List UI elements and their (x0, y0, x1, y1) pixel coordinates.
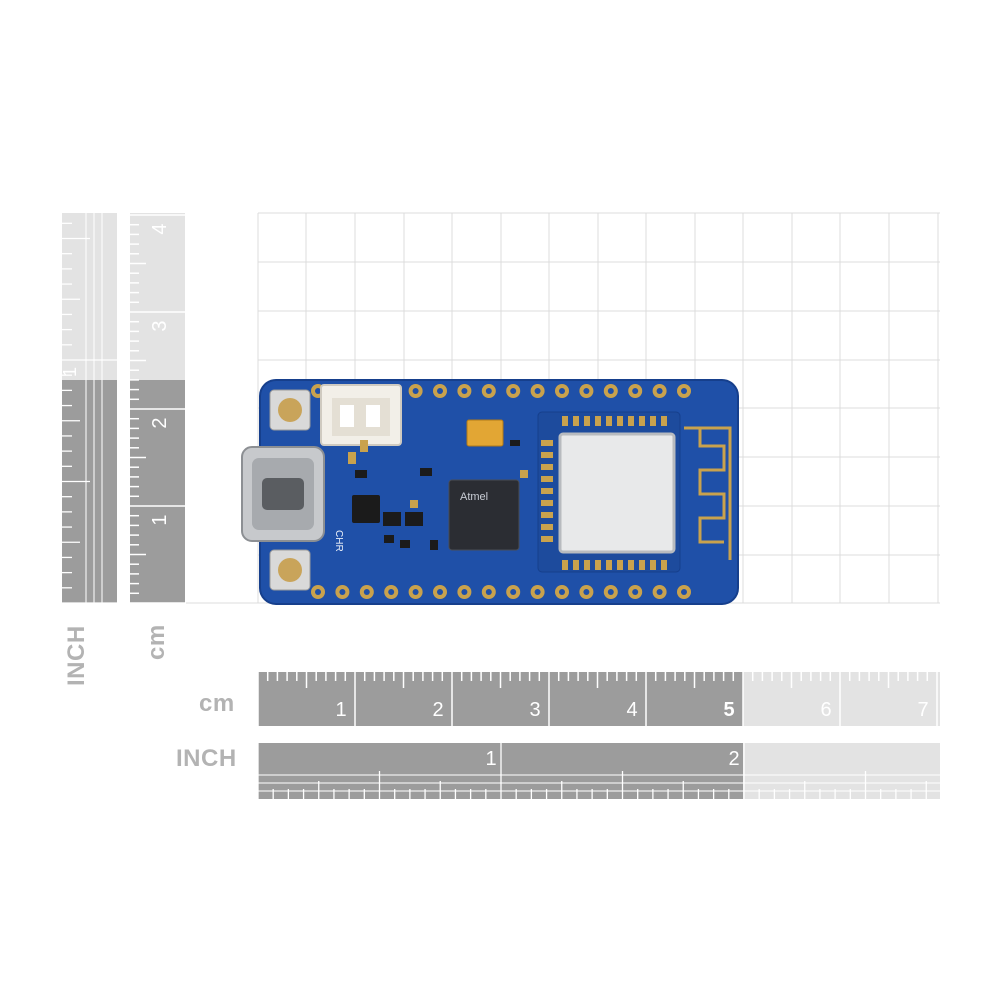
silk-chr-label: CHR (333, 530, 344, 552)
pad-hole (437, 388, 443, 394)
pad-hole (681, 589, 687, 595)
microcontroller-chip: Atmel (448, 479, 520, 551)
vertical-inch-ruler: 1 (60, 213, 117, 604)
pad-hole (485, 388, 492, 394)
module-pad (541, 464, 553, 470)
module-pad (562, 416, 568, 426)
pad-hole (412, 388, 419, 394)
inch-tick-label: 2 (728, 748, 739, 770)
inch-tick-label: 1 (60, 367, 80, 377)
pad-hole (681, 388, 687, 394)
module-pad (573, 416, 579, 426)
smd-components (348, 440, 528, 550)
module-pad (541, 476, 553, 482)
pad-hole (656, 388, 663, 394)
module-pad (584, 416, 590, 426)
module-pad (562, 560, 568, 570)
module-pad (628, 416, 634, 426)
pcb-antenna (684, 426, 732, 560)
pad-hole (559, 388, 565, 394)
module-pad (541, 488, 553, 494)
pad-hole (315, 589, 321, 595)
user-button (269, 549, 311, 591)
horizontal-inch-unit-label: INCH (176, 745, 237, 772)
horizontal-cm-unit-label: cm (199, 690, 235, 717)
battery-connector (320, 384, 402, 446)
pad-hole (632, 388, 639, 394)
pad-hole (656, 589, 663, 595)
pad-hole (315, 388, 321, 394)
pad-hole (607, 388, 614, 394)
cm-tick-label: 4 (149, 223, 171, 234)
pad-hole (437, 589, 443, 595)
wireless-module (537, 411, 732, 573)
pad-hole (510, 388, 517, 394)
vertical-inch-unit-label: INCH (63, 625, 90, 686)
module-pad (650, 416, 656, 426)
module-pad (606, 560, 612, 570)
pad-hole (485, 589, 492, 595)
pad-hole (339, 589, 346, 595)
module-pad (541, 512, 553, 518)
module-pad (617, 560, 623, 570)
module-pad (606, 416, 612, 426)
module-pad (541, 500, 553, 506)
pad-hole (388, 589, 395, 595)
module-pad (595, 560, 601, 570)
module-pad (661, 560, 667, 570)
cm-tick-label: 4 (626, 699, 637, 721)
module-pad (661, 416, 667, 426)
cm-tick-label: 2 (149, 417, 171, 428)
cm-tick-label: 2 (432, 699, 443, 721)
module-pad (584, 560, 590, 570)
cm-tick-label: 1 (335, 699, 346, 721)
pad-hole (534, 589, 541, 595)
pad-hole (412, 589, 419, 595)
pad-hole (583, 589, 590, 595)
cm-tick-label: 7 (917, 699, 928, 721)
module-pad (639, 416, 645, 426)
inch-tick-label: 1 (485, 748, 496, 770)
cm-tick-label: 5 (723, 699, 734, 721)
cm-tick-label: 3 (529, 699, 540, 721)
pad-hole (559, 589, 565, 595)
pad-hole (632, 589, 639, 595)
cm-tick-label: 1 (149, 514, 171, 525)
vertical-cm-ruler: 1 2 3 4 (130, 213, 185, 604)
pcb-board: Atmel CHR (241, 379, 739, 605)
chip-brand-text: Atmel (460, 491, 488, 503)
module-pad (628, 560, 634, 570)
pad-hole (363, 589, 370, 595)
cm-tick-label: 6 (820, 699, 831, 721)
vertical-cm-unit-label: cm (143, 624, 170, 660)
pad-hole (461, 388, 468, 394)
module-pad (541, 524, 553, 530)
module-pad (617, 416, 623, 426)
pad-hole (607, 589, 614, 595)
horizontal-cm-ruler: 1 2 3 4 5 6 7 (257, 672, 940, 726)
module-pad (541, 452, 553, 458)
module-pad (639, 560, 645, 570)
header-pads-bottom (311, 585, 691, 599)
pad-hole (583, 388, 590, 394)
module-pad (650, 560, 656, 570)
reset-button (269, 389, 311, 431)
pad-hole (461, 589, 468, 595)
pad-hole (510, 589, 517, 595)
usb-c-connector (241, 446, 325, 542)
module-pad (595, 416, 601, 426)
module-pad (573, 560, 579, 570)
module-pad (541, 440, 553, 446)
cm-tick-label: 3 (149, 320, 171, 331)
tantalum-capacitor (466, 419, 504, 447)
pad-hole (534, 388, 541, 394)
module-pad (541, 536, 553, 542)
